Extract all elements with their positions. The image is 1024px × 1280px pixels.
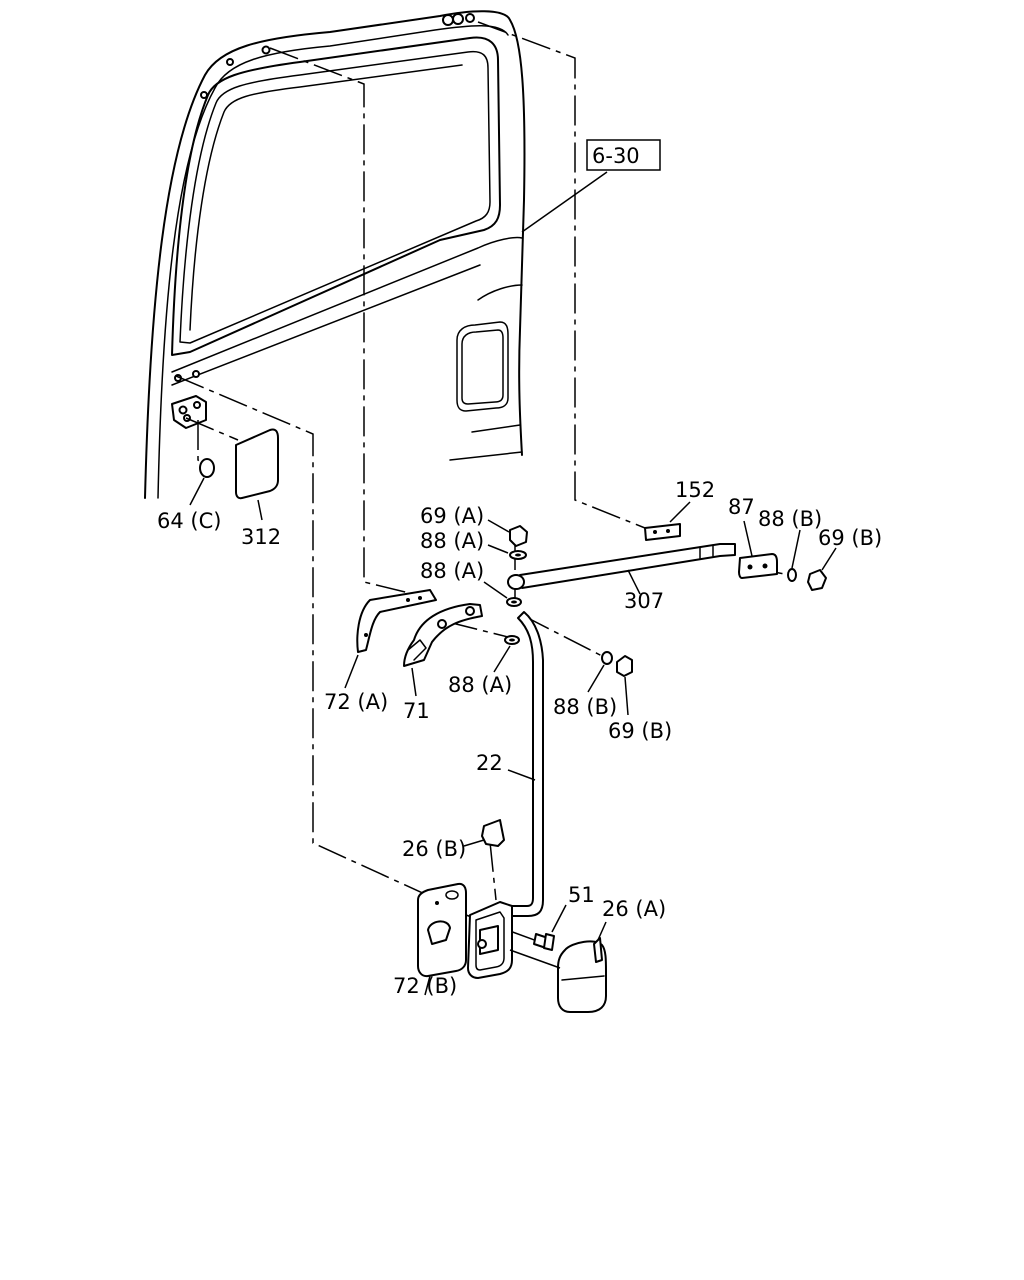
label-87: 87	[728, 495, 755, 519]
ref-box-6-30: 6-30	[521, 139, 661, 233]
plate-72b-icon	[417, 882, 467, 996]
rod-22-icon	[497, 611, 544, 917]
pad-312-icon	[235, 428, 279, 521]
label-88a-2: 88 (A)	[420, 559, 484, 583]
door-handle-26a-icon	[509, 921, 607, 1013]
label-72b: 72 (B)	[393, 974, 457, 998]
label-69a: 69 (A)	[420, 504, 484, 528]
label-69b-top: 69 (B)	[818, 526, 882, 550]
label-71: 71	[403, 699, 430, 723]
washer-88a-1-icon	[487, 544, 527, 560]
nut-69b-top-icon	[807, 547, 837, 591]
label-88a-1: 88 (A)	[420, 529, 484, 553]
plug-64c-icon	[189, 458, 215, 506]
screw-51-icon	[533, 904, 567, 951]
label-26a: 26 (A)	[602, 897, 666, 921]
washer-88a-3-icon	[493, 635, 520, 673]
label-26b: 26 (B)	[402, 837, 466, 861]
label-51: 51	[568, 883, 595, 907]
washer-88a-2-icon	[483, 581, 522, 607]
nut-69a-icon	[487, 519, 528, 547]
label-312: 312	[241, 525, 281, 549]
label-69b-mid: 69 (B)	[608, 719, 672, 743]
washer-88b-mid-icon	[587, 651, 613, 693]
label-88b-mid: 88 (B)	[553, 695, 617, 719]
part-labels: 152 87 88 (B) 69 (B) 69 (A) 88 (A) 88 (A…	[157, 478, 882, 998]
label-307: 307	[624, 589, 664, 613]
pad-152-icon	[644, 501, 691, 541]
svg-text:6-30: 6-30	[592, 144, 640, 168]
rod-307-icon	[507, 543, 736, 595]
label-88a-3: 88 (A)	[448, 673, 512, 697]
washer-88b-top-icon	[787, 529, 801, 582]
handle-mechanism-icon	[463, 819, 513, 979]
label-22: 22	[476, 751, 503, 775]
door-frame-icon	[144, 10, 526, 499]
nut-69b-mid-icon	[616, 655, 633, 716]
label-88b-top: 88 (B)	[758, 507, 822, 531]
bracket-71-icon	[403, 603, 483, 697]
label-72a: 72 (A)	[324, 690, 388, 714]
link-arm-72a-icon	[344, 589, 437, 689]
label-152: 152	[675, 478, 715, 502]
label-64c: 64 (C)	[157, 509, 221, 533]
bracket-87-icon	[738, 520, 778, 579]
